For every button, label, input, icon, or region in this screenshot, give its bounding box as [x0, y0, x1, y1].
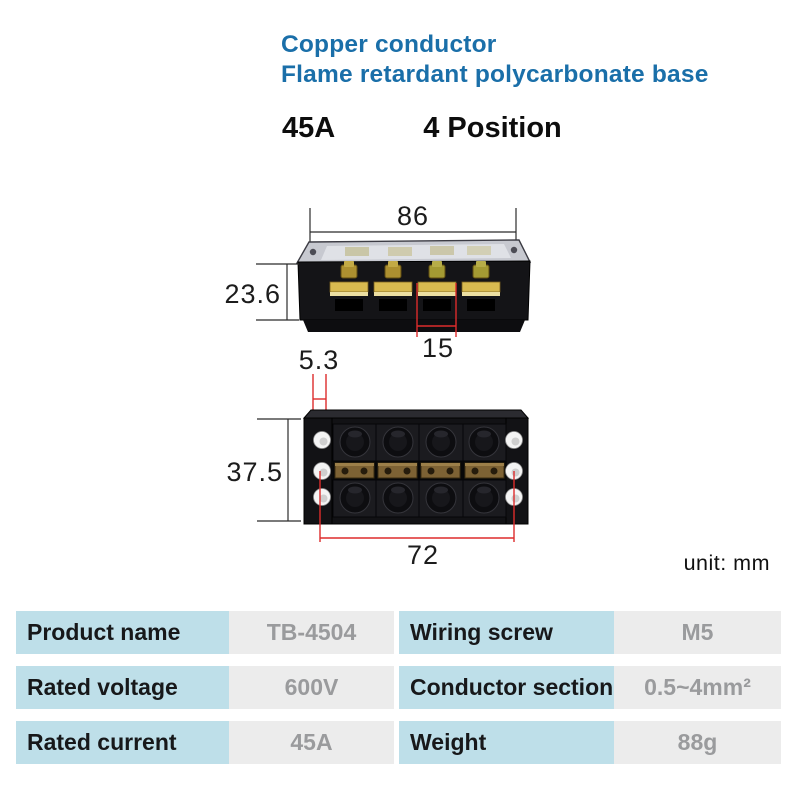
screw-head-icon [382, 482, 414, 514]
screw-head-icon [339, 426, 371, 458]
spec-value: 0.5~4mm² [614, 666, 781, 709]
spec-table: Product name TB-4504 Wiring screw M5 Rat… [16, 611, 782, 776]
table-row: Rated voltage 600V Conductor section 0.5… [16, 666, 782, 709]
terminal [329, 261, 369, 311]
technical-drawing: 86 [224, 201, 532, 570]
spec-label: Rated current [16, 721, 229, 764]
front-view: 86 [224, 201, 532, 363]
screw-head-icon [425, 482, 457, 514]
spec-label: Product name [16, 611, 229, 654]
terminal [461, 261, 501, 311]
dim-terminal-pitch-label: 15 [422, 333, 454, 363]
screw-head-icon [425, 426, 457, 458]
cover-screw-icon [510, 246, 518, 254]
dim-terminal-pitch [416, 283, 457, 337]
dim-top-depth [257, 418, 301, 522]
screw-head-icon [468, 482, 500, 514]
dim-front-height-label: 23.6 [224, 279, 281, 309]
header-claims: Copper conductor Flame retardant polycar… [281, 30, 709, 90]
dim-hole-offset-label: 5.3 [299, 345, 340, 375]
dim-top-depth-label: 37.5 [226, 457, 283, 487]
mounting-hole-icon [505, 431, 523, 449]
dim-front-width [309, 208, 517, 242]
claim-line-2: Flame retardant polycarbonate base [281, 61, 709, 88]
top-view: 5.3 [226, 345, 530, 570]
spec-value: TB-4504 [229, 611, 394, 654]
terminal [417, 261, 457, 311]
model-line: 45A 4 Position [282, 112, 562, 145]
brass-strip [464, 462, 505, 479]
screw-row-top [332, 423, 507, 462]
spec-label: Wiring screw [399, 611, 614, 654]
spec-label: Conductor section [399, 666, 614, 709]
screw-head-icon [339, 482, 371, 514]
position-count: 4 Position [423, 112, 562, 144]
terminal [373, 261, 413, 311]
brass-strip [334, 462, 375, 479]
brass-strips [333, 461, 506, 480]
clear-cover [295, 239, 532, 264]
dim-hole-spacing-label: 72 [407, 540, 439, 570]
dim-front-width-label: 86 [397, 201, 429, 231]
screw-head-icon [382, 426, 414, 458]
front-body [297, 260, 531, 332]
current-rating: 45A [282, 112, 336, 144]
mounting-hole-icon [313, 488, 331, 506]
spec-value: M5 [614, 611, 781, 654]
spec-value: 600V [229, 666, 394, 709]
table-row: Product name TB-4504 Wiring screw M5 [16, 611, 782, 654]
dim-front-height [256, 263, 299, 321]
spec-value: 88g [614, 721, 781, 764]
unit-note: unit: mm [683, 551, 770, 575]
brass-strip [377, 462, 418, 479]
terminals-front [329, 261, 501, 311]
screw-row-bottom [332, 479, 507, 518]
dim-hole-spacing [319, 471, 515, 542]
mounting-hole-icon [313, 462, 331, 480]
brass-strip [420, 462, 461, 479]
claim-line-1: Copper conductor [281, 31, 497, 58]
spec-label: Weight [399, 721, 614, 764]
spec-label: Rated voltage [16, 666, 229, 709]
table-row: Rated current 45A Weight 88g [16, 721, 782, 764]
cover-screw-icon [309, 248, 317, 256]
mounting-hole-icon [313, 431, 331, 449]
spec-value: 45A [229, 721, 394, 764]
screw-head-icon [468, 426, 500, 458]
